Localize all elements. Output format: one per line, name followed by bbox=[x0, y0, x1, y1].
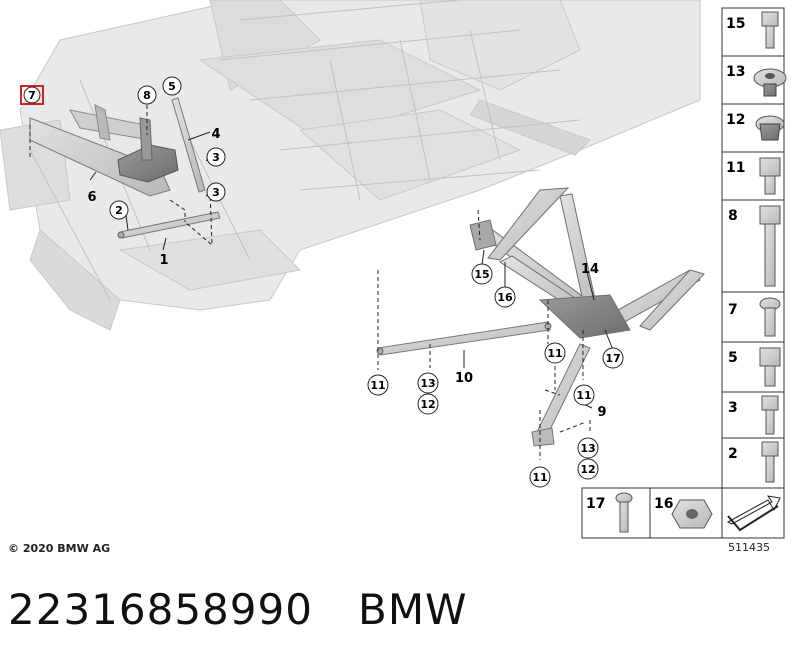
callout-3a: 3 bbox=[212, 151, 220, 164]
bolt-3-icon bbox=[761, 395, 779, 435]
callout-15-circle bbox=[471, 263, 493, 285]
part-10-rod bbox=[376, 321, 552, 356]
callout-12b: 12 bbox=[580, 463, 595, 476]
callout-6: 6 bbox=[87, 190, 96, 205]
callout-11d: 11 bbox=[532, 471, 547, 484]
legend-16: 16 bbox=[654, 496, 673, 512]
bolt-15-icon bbox=[761, 11, 779, 49]
callout-17: 17 bbox=[605, 352, 620, 365]
callout-11c-circle bbox=[573, 384, 595, 406]
clip-17-icon bbox=[615, 492, 633, 533]
legend-2: 2 bbox=[728, 446, 738, 462]
callout-11a-circle bbox=[367, 374, 389, 396]
part-8-bracket bbox=[117, 117, 179, 183]
fastener-legend: 15 13 12 11 8 7 5 3 2 17 16 bbox=[581, 7, 787, 539]
callout-3b: 3 bbox=[212, 186, 220, 199]
callout-13a: 13 bbox=[420, 377, 435, 390]
legend-17: 17 bbox=[586, 496, 605, 512]
copyright-notice: © 2020 BMW AG bbox=[8, 542, 111, 555]
callout-12a: 12 bbox=[420, 398, 435, 411]
nut-12-icon bbox=[755, 115, 785, 141]
part-9-plate bbox=[531, 343, 591, 447]
callout-12a-circle bbox=[417, 393, 439, 415]
callout-2-circle bbox=[109, 200, 129, 220]
part-number: 22316858990 bbox=[8, 585, 313, 634]
leader-dashes bbox=[29, 105, 591, 460]
callout-5: 5 bbox=[168, 80, 176, 93]
callout-11c: 11 bbox=[576, 389, 591, 402]
diagram-reference-code: 511435 bbox=[728, 541, 770, 554]
callout-9: 9 bbox=[597, 405, 606, 420]
callout-8-circle bbox=[137, 85, 157, 105]
legend-13: 13 bbox=[726, 64, 745, 80]
leader-lines bbox=[89, 131, 614, 409]
callout-labels: 7 8 5 3 3 2 15 16 17 11 11 11 11 13 12 1… bbox=[28, 80, 620, 484]
brand-name: BMW bbox=[358, 585, 468, 634]
legend-7: 7 bbox=[728, 302, 738, 318]
part-14-subframe-brace bbox=[469, 187, 705, 339]
nut-13-icon bbox=[753, 68, 787, 97]
bolt-7-icon bbox=[759, 297, 781, 337]
callout-13b-circle bbox=[577, 437, 599, 459]
bolt-5-icon bbox=[759, 347, 781, 387]
direction-arrow-icon bbox=[726, 495, 781, 532]
callout-14: 14 bbox=[581, 262, 599, 277]
callouts-circled bbox=[23, 76, 624, 488]
bolt-2-icon bbox=[761, 441, 779, 483]
callout-11b: 11 bbox=[547, 347, 562, 360]
bolt-11-icon bbox=[759, 157, 781, 195]
bolt-8-icon bbox=[759, 205, 781, 287]
legend-3: 3 bbox=[728, 400, 738, 416]
part-1-tension-rod bbox=[117, 211, 221, 239]
part-5-strut bbox=[171, 97, 206, 193]
legend-8: 8 bbox=[728, 208, 738, 224]
callout-4: 4 bbox=[211, 127, 220, 142]
callout-8: 8 bbox=[143, 89, 151, 102]
legend-15: 15 bbox=[726, 16, 745, 32]
callout-17-circle bbox=[602, 347, 624, 369]
callout-3a-circle bbox=[206, 147, 226, 167]
callout-labels-plain: 4 6 1 14 10 9 bbox=[87, 127, 606, 420]
callout-15: 15 bbox=[474, 268, 489, 281]
callout-5-circle bbox=[162, 76, 182, 96]
callout-16-circle bbox=[494, 286, 516, 308]
legend-12: 12 bbox=[726, 112, 745, 128]
callout-11d-circle bbox=[529, 466, 551, 488]
callout-1: 1 bbox=[159, 253, 168, 268]
nut-16-icon bbox=[671, 499, 713, 529]
vehicle-body-background bbox=[0, 0, 701, 331]
callout-7: 7 bbox=[28, 89, 36, 102]
callout-16: 16 bbox=[497, 291, 513, 304]
callout-13a-circle bbox=[417, 372, 439, 394]
callout-13b: 13 bbox=[580, 442, 595, 455]
highlight-box bbox=[20, 85, 44, 105]
callout-7-circle bbox=[23, 86, 41, 104]
callout-3b-circle bbox=[206, 182, 226, 202]
legend-5: 5 bbox=[728, 350, 738, 366]
legend-11: 11 bbox=[726, 160, 745, 176]
callout-10: 10 bbox=[455, 371, 473, 386]
callout-11b-circle bbox=[544, 342, 566, 364]
callout-2: 2 bbox=[115, 204, 123, 217]
callout-12b-circle bbox=[577, 458, 599, 480]
callout-11a: 11 bbox=[370, 379, 385, 392]
